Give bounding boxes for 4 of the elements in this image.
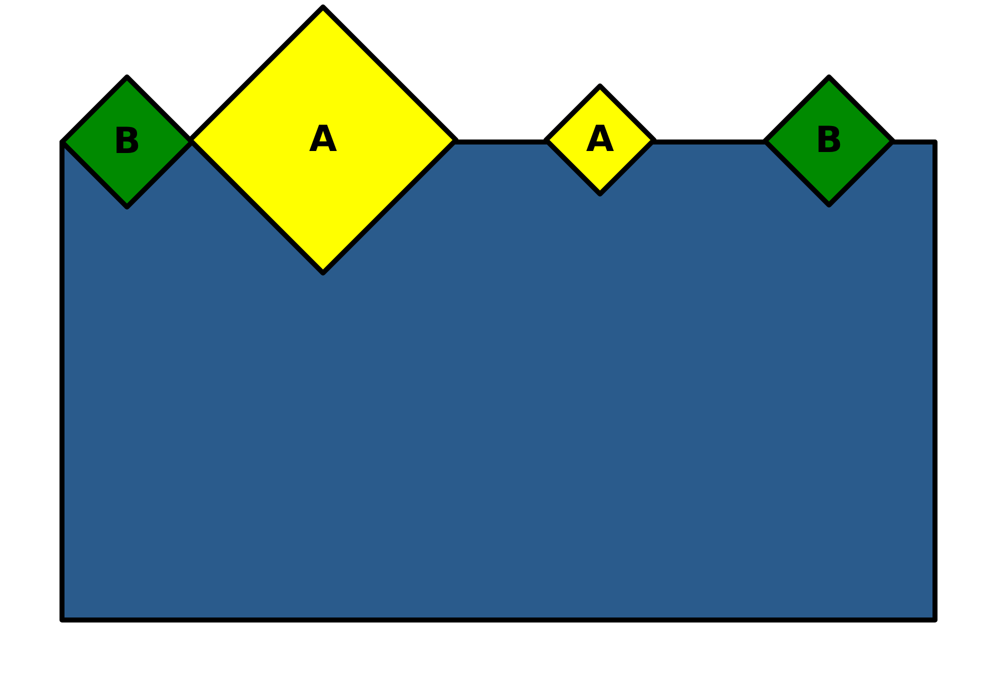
diamond-letter: B [815, 123, 843, 159]
diamond-letter: B [113, 124, 141, 160]
diamond-letter: A [309, 122, 337, 158]
diamond-letter: A [586, 122, 614, 158]
